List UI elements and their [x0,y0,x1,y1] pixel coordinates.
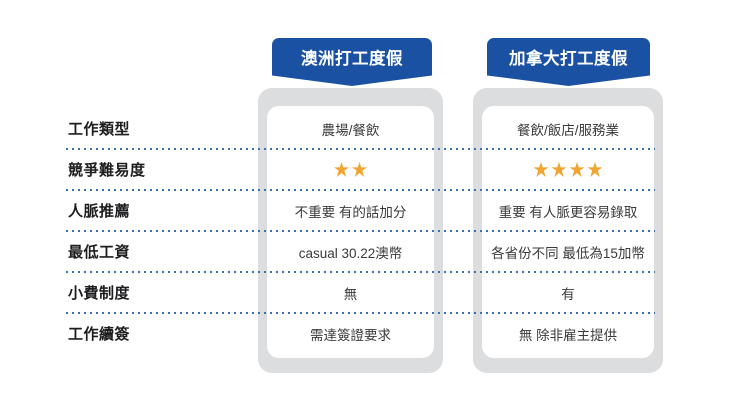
star-icon [334,162,349,177]
table-row: 小費制度 無 有 [0,272,740,313]
table-cell: casual 30.22澳幣 [298,245,403,261]
row-label: 工作類型 [68,121,131,138]
table-row: 最低工資 casual 30.22澳幣 各省份不同 最低為15加幣 [0,231,740,272]
column-header-banner-australia: 澳洲打工度假 [272,38,432,86]
row-label: 小費制度 [68,285,131,302]
star-icon [533,162,549,177]
table-cell: 不重要 有的話加分 [294,204,407,220]
table-row: 競爭難易度 [0,149,740,190]
table-cell: 重要 有人脈更容易錄取 [498,204,638,220]
table-cell: 農場/餐飲 [321,122,380,138]
table-cell: 有 [561,286,575,302]
row-label: 競爭難易度 [68,162,146,179]
star-icon [551,162,567,177]
table-cell [267,149,434,190]
row-label: 人脈推薦 [68,203,131,220]
row-separator [66,148,655,150]
table-cell [482,149,654,190]
rating-stars [334,162,367,177]
table-cell: 需達簽證要求 [310,327,391,343]
row-label: 最低工資 [68,244,131,261]
row-separator [66,230,655,232]
table-row: 人脈推薦 不重要 有的話加分 重要 有人脈更容易錄取 [0,190,740,231]
rating-stars [533,162,603,177]
column-header-banner-canada: 加拿大打工度假 [487,38,650,86]
column-header-label-australia: 澳洲打工度假 [301,50,403,68]
table-row: 工作類型 農場/餐飲 餐飲/飯店/服務業 [0,108,740,149]
table-cell: 各省份不同 最低為15加幣 [491,245,645,261]
table-cell: 無 [343,286,358,302]
star-icon [569,162,585,177]
row-label: 工作續簽 [68,326,131,343]
table-cell: 無 除非雇主提供 [518,327,618,343]
row-separator [66,271,655,273]
table-cell: 餐飲/飯店/服務業 [516,122,619,138]
star-icon [587,162,603,177]
row-separator [66,312,655,314]
row-separator [66,189,655,191]
table-row: 工作續簽 需達簽證要求 無 除非雇主提供 [0,313,740,354]
column-header-label-canada: 加拿大打工度假 [509,50,628,68]
star-icon [352,162,367,177]
